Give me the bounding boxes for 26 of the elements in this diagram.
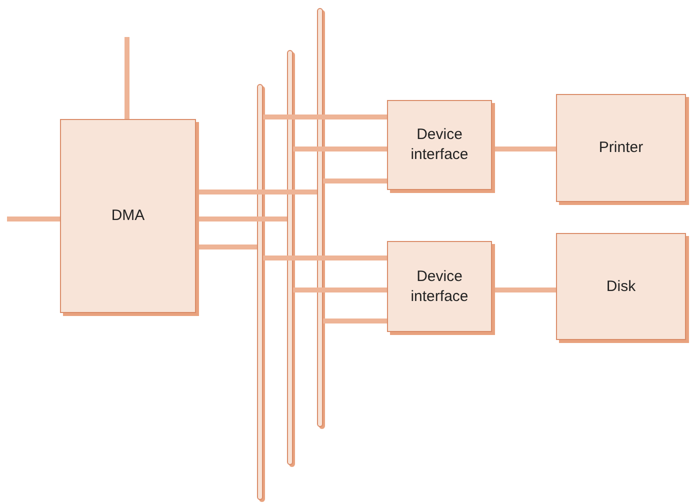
connector-line — [492, 146, 556, 152]
connector-line — [7, 216, 60, 222]
bus-bar — [287, 50, 293, 465]
connector-line — [492, 288, 556, 292]
connector-line — [263, 114, 387, 120]
connector-line — [293, 146, 387, 152]
box-label: Printer — [598, 138, 644, 158]
component-box — [60, 119, 196, 313]
connector-line — [196, 244, 257, 250]
component-box — [387, 241, 492, 332]
connector-line — [196, 216, 287, 222]
component-box — [387, 100, 492, 190]
bus-bar — [257, 84, 263, 500]
box-label: Device interface — [410, 125, 470, 165]
bus-bar — [317, 8, 323, 427]
connector-line — [323, 178, 387, 184]
box-label: DMA — [111, 206, 145, 226]
component-box — [556, 233, 686, 340]
connector-line — [124, 37, 130, 119]
connector-line — [323, 318, 387, 324]
component-box — [556, 94, 686, 202]
box-label: Disk — [606, 276, 636, 296]
connector-line — [263, 256, 387, 260]
connector-line — [293, 288, 387, 292]
connector-line — [196, 190, 317, 194]
box-label: Device interface — [410, 266, 470, 306]
